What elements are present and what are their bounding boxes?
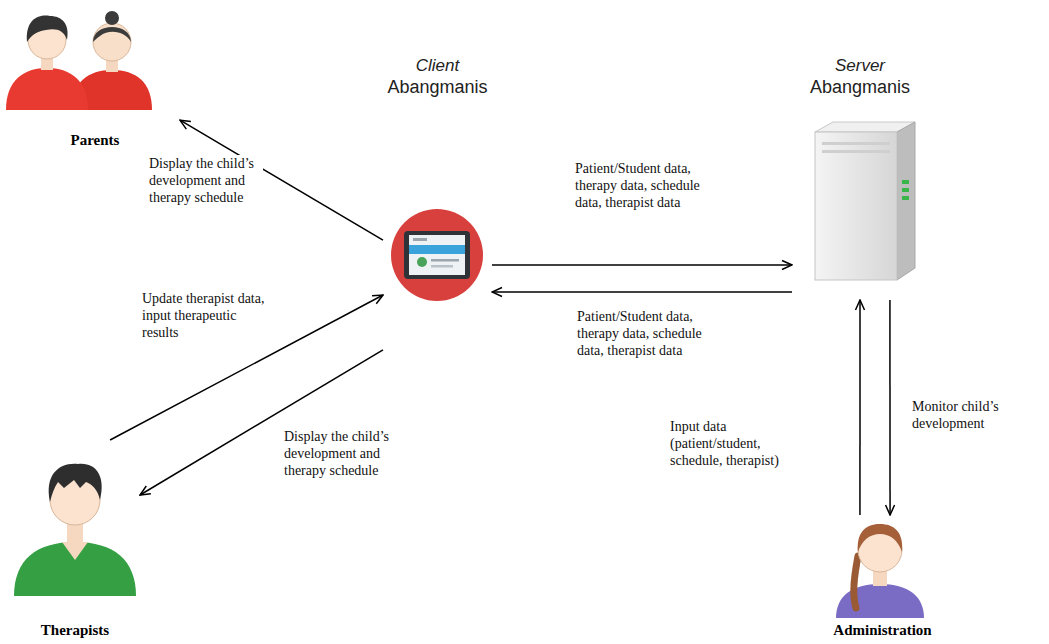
data-flow-arrow — [492, 291, 792, 293]
node-label: Server — [835, 55, 885, 76]
edge-label: Patient/Student data, therapy data, sche… — [575, 308, 729, 359]
edge-label: Display the child’s development and ther… — [282, 428, 398, 479]
server: ServerAbangmanis — [792, 55, 928, 300]
node-label: Abangmanis — [387, 76, 487, 99]
actor-therapists: Therapists — [10, 440, 140, 640]
node-label: Parents — [71, 131, 120, 150]
node-label: Client — [416, 55, 459, 76]
data-flow-arrow — [859, 300, 861, 515]
therapist-icon — [14, 464, 136, 596]
admin-icon — [836, 524, 924, 618]
client-app: ClientAbangmanis — [383, 55, 492, 355]
node-label: Administration — [833, 621, 931, 640]
edge-label: Display the child’s development and ther… — [147, 155, 263, 206]
actor-administration: Administration — [815, 515, 950, 640]
edge-label: Update therapist data, input therapeutic… — [140, 290, 272, 341]
edge-label: Input data (patient/student, schedule, t… — [668, 418, 800, 469]
actor-parents: Parents — [10, 8, 180, 150]
data-flow-arrow — [492, 264, 792, 266]
edge-label: Monitor child’s development — [910, 398, 1034, 432]
parent-icon — [6, 16, 88, 110]
node-label: Therapists — [41, 621, 109, 640]
tablet-icon — [391, 209, 483, 301]
node-label: Abangmanis — [810, 76, 910, 99]
server-icon — [815, 122, 915, 280]
data-flow-arrow — [889, 300, 891, 515]
edge-label: Patient/Student data, therapy data, sche… — [573, 160, 702, 211]
